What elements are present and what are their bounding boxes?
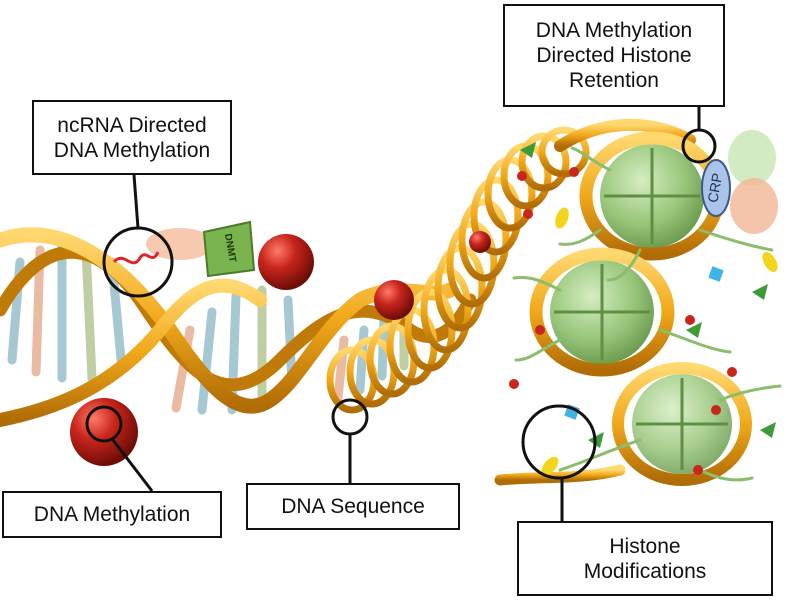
methyl-group-sphere — [374, 280, 414, 320]
dnmt-enzyme: DNMT — [202, 220, 256, 278]
label-line: Retention — [569, 69, 659, 92]
label-line: DNA Methylation — [53, 138, 211, 162]
label-line: DNA Methylation — [33, 503, 191, 526]
label-line: ncRNA Directed — [57, 113, 207, 137]
methyl-group-sphere — [469, 231, 491, 253]
label-line: Histone — [609, 534, 681, 558]
nucleosome-middle — [529, 247, 675, 377]
dnmt-glyph: DNMT — [222, 233, 238, 263]
dna-backbone-lower — [0, 278, 267, 427]
callout-connectors — [85, 107, 717, 521]
label-dna-sequence: DNA Sequence — [246, 483, 460, 530]
ncrna-complex — [112, 228, 214, 265]
label-ncrna-directed-dna-methylation: ncRNA Directed DNA Methylation — [32, 100, 232, 175]
histone-tails — [512, 146, 782, 482]
histone-modification-marks — [509, 142, 778, 476]
label-line: Directed Histone — [536, 44, 692, 67]
label-dna-methylation: DNA Methylation — [2, 491, 222, 538]
nucleosome-bottom — [612, 362, 752, 486]
label-line: DNA Methylation — [535, 19, 693, 42]
ncrna-strand — [112, 251, 160, 265]
label-dna-methylation-directed-histone-retention: DNA Methylation Directed Histone Retenti… — [503, 4, 725, 107]
crp-glyph: CRP — [704, 172, 725, 204]
nucleosome-top — [579, 131, 725, 261]
label-line: Modifications — [583, 559, 707, 583]
coiled-dna-section — [326, 126, 590, 414]
label-line: DNA Sequence — [281, 495, 425, 518]
crp-protein-complex: CRP — [701, 130, 778, 234]
label-histone-modifications: Histone Modifications — [517, 521, 773, 596]
linker-dna — [554, 119, 696, 152]
methyl-group-sphere — [258, 234, 314, 290]
